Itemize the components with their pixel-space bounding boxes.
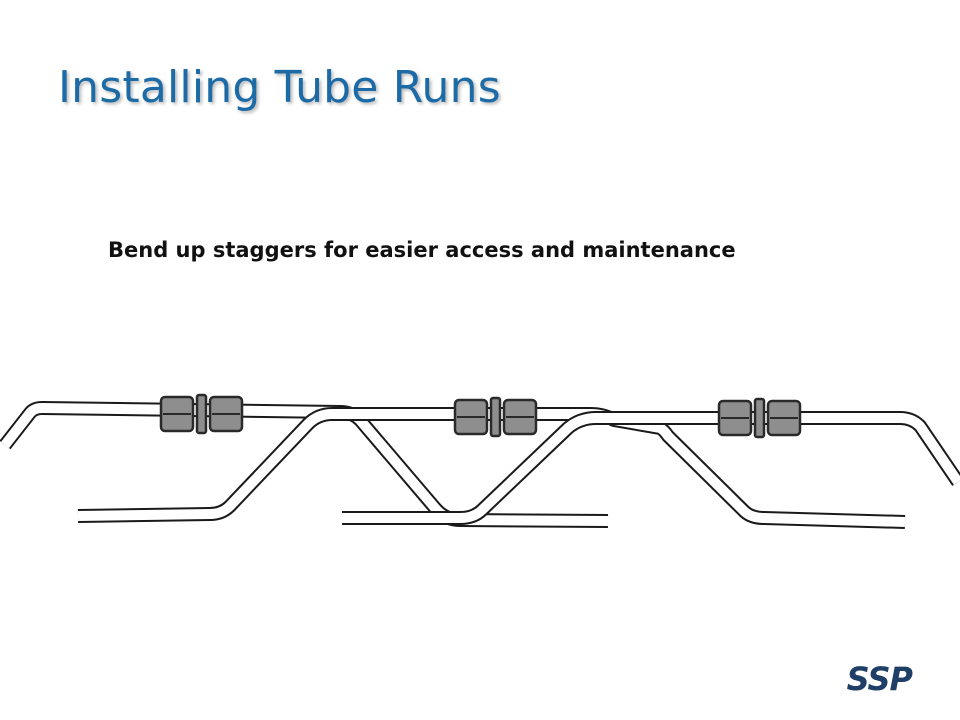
- compression-union-fitting-2: [453, 396, 538, 438]
- slide-title: Installing Tube Runs: [58, 62, 501, 113]
- tube-runs-diagram: [0, 393, 960, 529]
- ssp-logo: SSP: [846, 660, 913, 698]
- compression-union-fitting-1: [159, 393, 244, 435]
- slide-subtitle: Bend up staggers for easier access and m…: [108, 238, 736, 262]
- tube-run-3: [342, 411, 960, 525]
- compression-union-fitting-3: [717, 397, 802, 439]
